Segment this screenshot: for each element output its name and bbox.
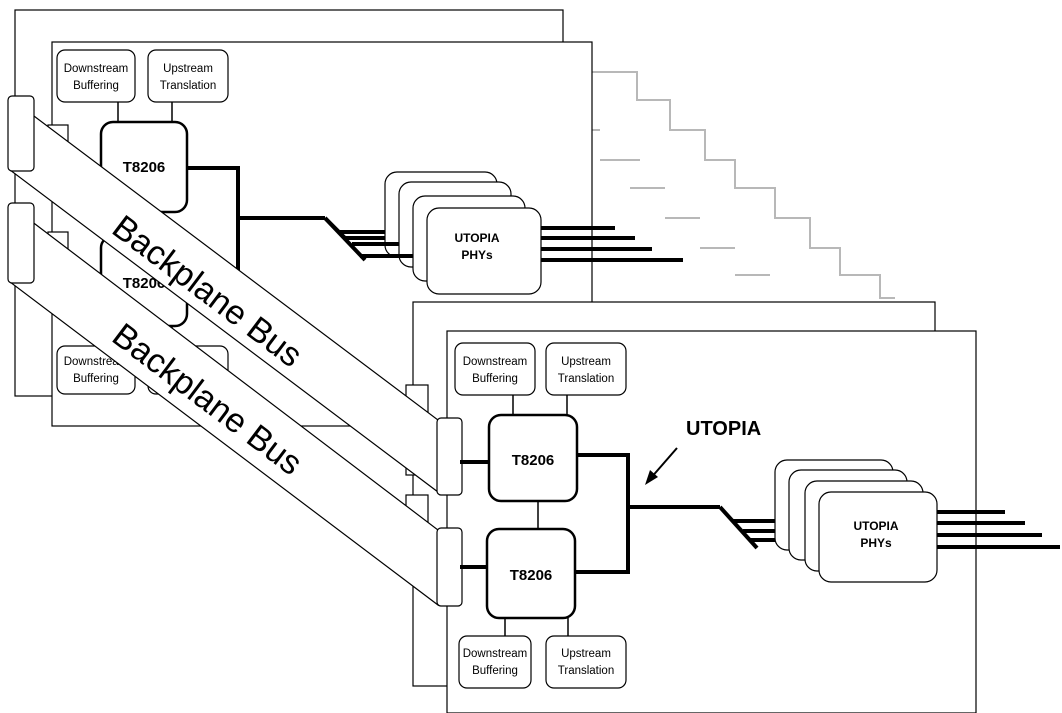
stacked-board-edges [592,71,895,299]
downstream-buffering-box-top [56,49,136,103]
upstream-translation-box-top [147,49,229,103]
t8206-label-top-1: T8206 [123,159,166,176]
t8206-label-bottom-1: T8206 [512,452,555,469]
bus-connector-2b [436,527,463,607]
bus-connector-2a [7,202,35,284]
bus-connector-1a [7,95,35,172]
upstream-translation-box-bottom-1 [545,342,627,396]
utopia-arrow [649,447,678,480]
utopia-label: UTOPIA [686,418,761,440]
bus-connector-1b [436,417,463,496]
utopia-arrowhead [645,470,658,485]
downstream-buffering-box-bottom-2 [458,635,532,689]
upstream-translation-box-bottom-2 [545,635,627,689]
downstream-buffering-box-bottom-1 [454,342,536,396]
t8206-label-bottom-2: T8206 [510,567,553,584]
t8206-chip-bottom-1 [487,413,579,503]
